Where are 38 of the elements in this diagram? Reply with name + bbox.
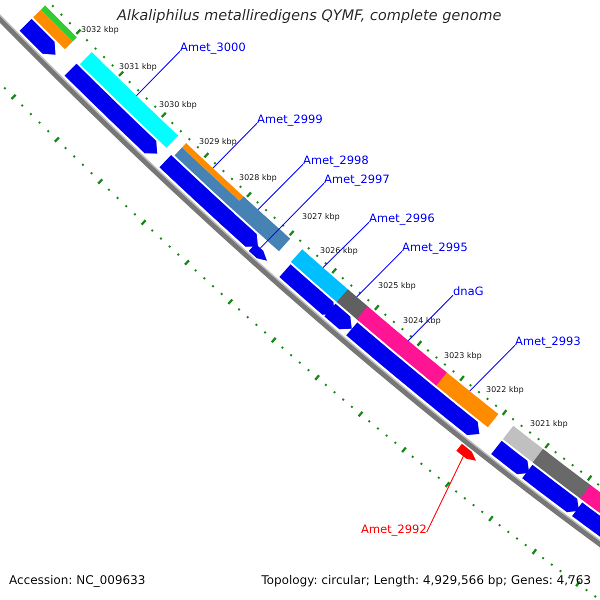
scale-label: 3027 kbp [302,212,340,222]
gene-label: Amet_2995 [402,241,468,254]
scale-label: 3023 kbp [444,351,482,360]
scale-label: 3028 kbp [239,173,277,182]
gene-label: Amet_2993 [515,335,581,348]
gene-feature [248,244,267,261]
genome-info-label: Topology: circular; Length: 4,929,566 bp; Genes: 4,763 [261,574,591,588]
gene-label: Amet_2992 [361,523,427,536]
leader-line [408,294,454,342]
scale-label: 3022 kbp [486,385,524,394]
leader-line [136,50,180,96]
gene-label: Amet_3000 [180,41,246,54]
leader-line [258,164,304,210]
leader-line [322,222,370,268]
gene-label: Amet_2996 [369,212,435,226]
scale-label: 3025 kbp [378,281,416,290]
leader-line [356,250,402,298]
leader-line [260,182,324,249]
gene-feature [336,289,370,321]
gene-feature [456,444,476,461]
scale-label: 3032 kbp [81,25,119,34]
scale-label: 3030 kbp [159,100,197,110]
scale-label: 3021 kbp [530,419,568,428]
scale-label: 3031 kbp [119,62,157,72]
gene-label: Amet_2998 [303,154,369,168]
scale-label: 3029 kbp [199,137,237,146]
gene-feature [80,52,178,148]
leader-line [212,122,258,169]
gene-label: Amet_2997 [324,173,390,186]
gene-label: dnaG [453,285,484,298]
leader-line [469,344,516,392]
leader-line [426,456,464,533]
scale-label: 3026 kbp [320,246,358,256]
map-title: Alkaliphilus metalliredigens QYMF, complete genome [117,8,502,25]
scale-label: 3024 kbp [403,316,441,326]
gene-feature [232,196,290,252]
accession-label: Accession: NC_009633 [9,574,146,588]
gene-label: Amet_2999 [257,113,323,126]
